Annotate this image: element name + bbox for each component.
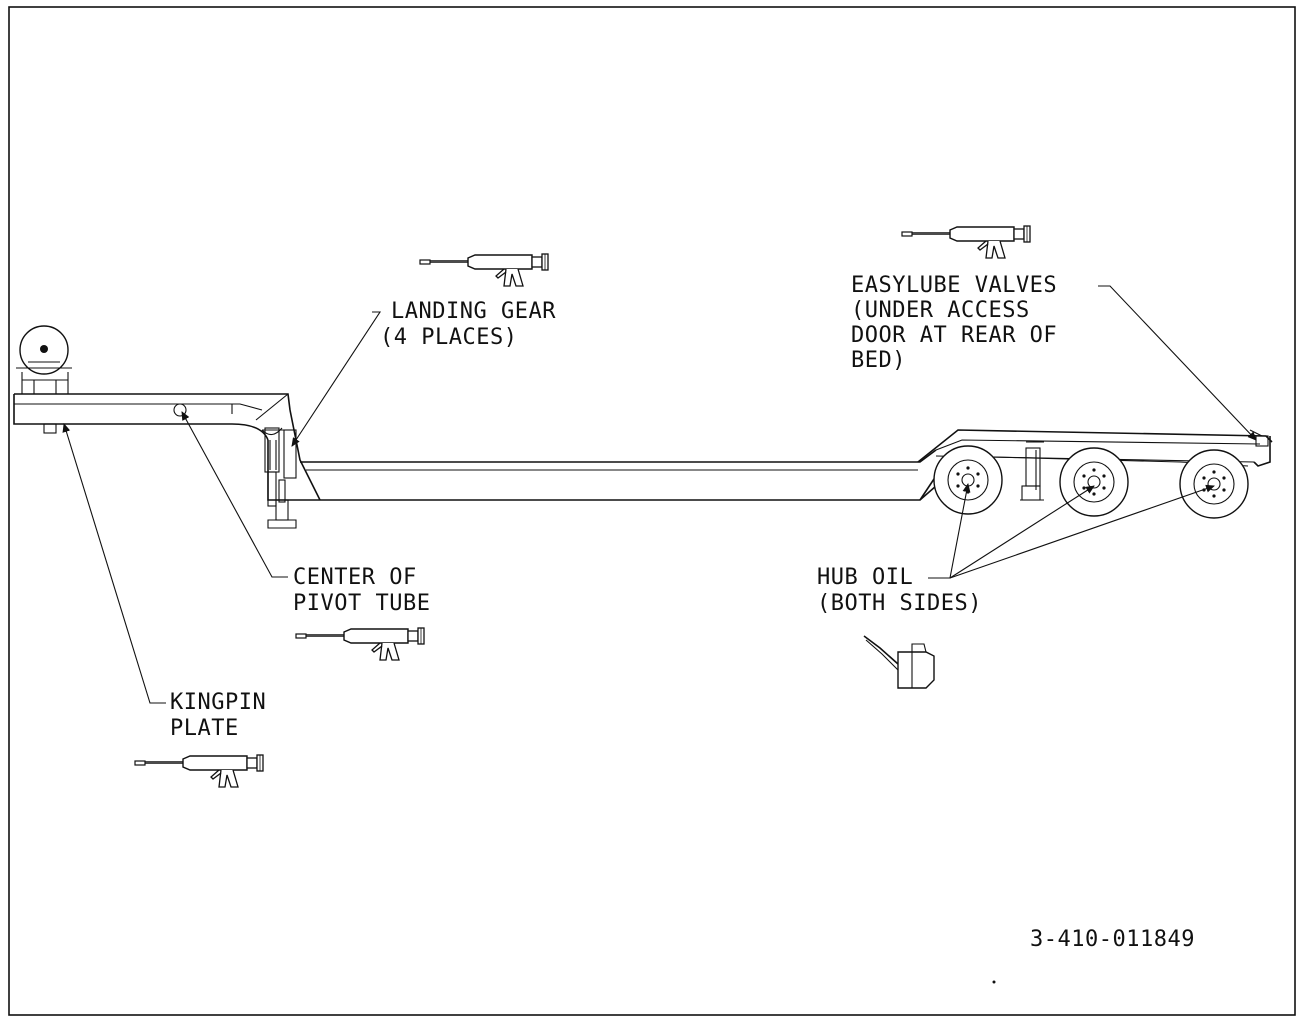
wheel-2 [1059, 447, 1129, 517]
grease-gun-icon [134, 754, 264, 788]
drawing-border [8, 6, 1296, 1016]
label-kingpin-plate: KINGPIN PLATE [170, 690, 266, 741]
easylube-line-2: (UNDER ACCESS [851, 298, 1030, 323]
label-easylube-valves: EASYLUBE VALVES (UNDER ACCESS DOOR AT RE… [851, 273, 1057, 373]
easylube-line-3: DOOR AT REAR OF [851, 323, 1057, 348]
landing-gear-line-2: (4 PLACES) [380, 325, 517, 350]
center-pivot-line-2: PIVOT TUBE [293, 591, 430, 616]
grease-gun-icon [419, 253, 549, 287]
grease-gun-icon [295, 627, 425, 661]
hub-oil-line-1: HUB OIL [817, 565, 913, 590]
hub-oil-line-2: (BOTH SIDES) [817, 591, 982, 616]
drawing-number: 3-410-011849 [1030, 927, 1195, 952]
label-landing-gear: LANDING GEAR (4 PLACES) [380, 299, 556, 350]
wheel-1 [933, 445, 1003, 515]
label-center-of-pivot-tube: CENTER OF PIVOT TUBE [293, 565, 430, 616]
center-pivot-line-1: CENTER OF [293, 565, 417, 590]
landing-gear-line-1: LANDING GEAR [391, 299, 556, 324]
label-hub-oil: HUB OIL (BOTH SIDES) [817, 565, 982, 616]
easylube-line-1: EASYLUBE VALVES [851, 273, 1057, 298]
leader-lines [62, 285, 1257, 704]
kingpin-line-1: KINGPIN [170, 690, 266, 715]
kingpin-line-2: PLATE [170, 716, 239, 741]
landing-gear [261, 427, 297, 529]
grease-gun-icon [901, 225, 1031, 259]
wheel-3 [1179, 449, 1249, 519]
easylube-line-4: BED) [851, 348, 906, 373]
lowboy-trailer [13, 325, 1273, 529]
oil-can-icon [863, 635, 935, 689]
spare-tire [19, 325, 69, 375]
